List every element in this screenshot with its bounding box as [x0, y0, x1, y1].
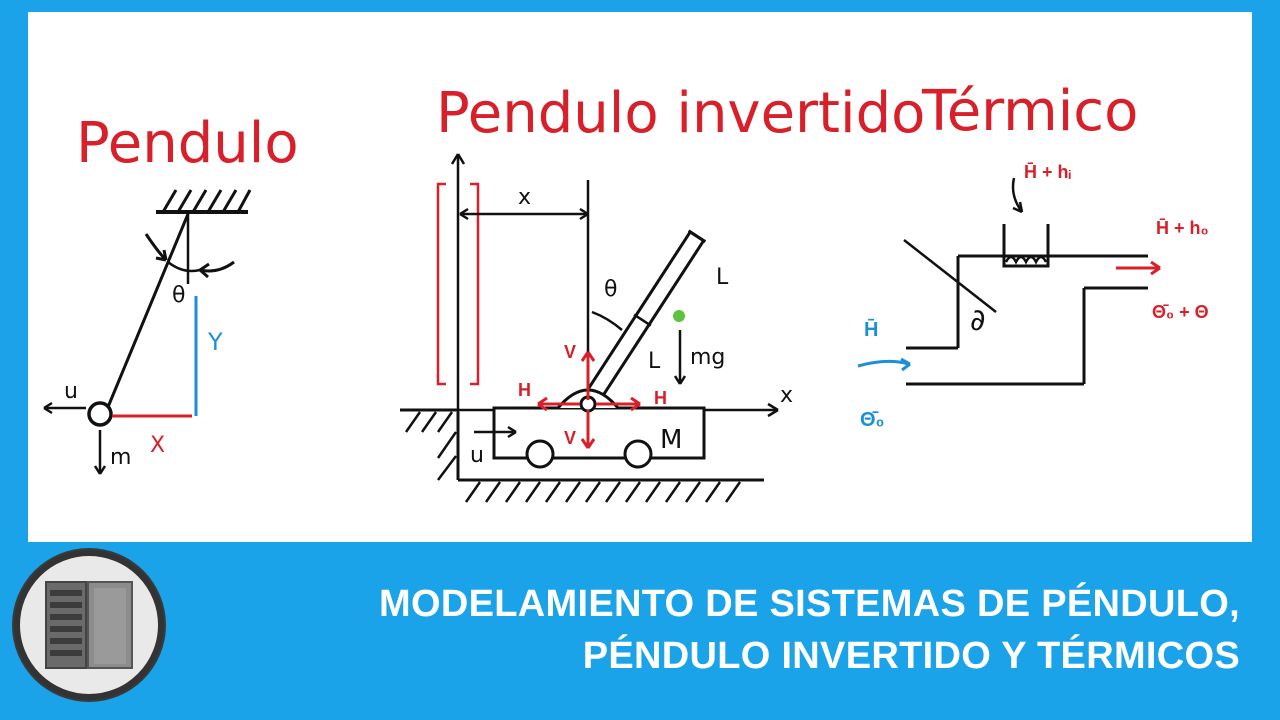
- y-label: Y: [207, 328, 223, 356]
- stirrer-blade: ∂: [970, 303, 986, 338]
- ceiling-hatch: [161, 189, 252, 213]
- H-left-label: H: [518, 380, 531, 400]
- u-label: u: [64, 379, 78, 404]
- mg-label: mg: [690, 345, 725, 370]
- pendulum-mass: [87, 401, 113, 427]
- center-of-mass-dot: [673, 310, 685, 322]
- cart-wheel-left: [525, 439, 555, 469]
- heater-coil: [1004, 255, 1048, 265]
- whiteboard: Pendulo θ Y X: [28, 12, 1252, 542]
- heater-element: [1002, 224, 1050, 268]
- H-right-label: H: [654, 388, 667, 408]
- theta-inv-label: θ: [604, 277, 617, 302]
- theta-arc: [591, 310, 623, 331]
- m-label: m: [110, 445, 131, 470]
- video-title-banner: MODELAMIENTO DE SISTEMAS DE PÉNDULO, PÉN…: [340, 578, 1240, 682]
- heat-out-label: H̄ + h₀: [1156, 218, 1209, 238]
- theta-label: θ: [172, 283, 185, 308]
- V-down-label: V: [564, 428, 576, 448]
- pendulo-invertido-diagram: Pendulo invertido x θ L L: [400, 81, 925, 503]
- heat-in-label: H̄ + hᵢ: [1024, 162, 1072, 182]
- cart-mass-label: M: [660, 425, 682, 455]
- bracket-right: [470, 182, 480, 386]
- termico-title: Térmico: [921, 79, 1138, 144]
- pendulum-rod: [106, 213, 190, 408]
- temp-in-label: Θ̄₀: [860, 409, 885, 431]
- inlet-flow-arrow: [857, 359, 909, 368]
- reaction-forces: [537, 351, 641, 449]
- diagram-canvas: Pendulo θ Y X: [43, 79, 1209, 503]
- termico-diagram: Térmico H̄ + hᵢ ∂ H̄ + h₀ Θ̄₀ + Θ H̄: [857, 79, 1209, 431]
- pendulo-title: Pendulo: [76, 111, 299, 176]
- temp-out-label: Θ̄₀ + Θ: [1152, 302, 1209, 322]
- L-upper-label: L: [716, 265, 729, 290]
- banner-line-2: PÉNDULO INVERTIDO Y TÉRMICOS: [582, 635, 1240, 677]
- channel-logo: [12, 548, 166, 702]
- V-up-label: V: [564, 342, 576, 362]
- x-dim-label: x: [518, 185, 531, 210]
- stirrer-shaft: [903, 239, 997, 313]
- server-rack-icon: [14, 550, 164, 700]
- ground-hatch: [404, 411, 742, 503]
- cart-wheel-right: [623, 439, 653, 469]
- banner-line-1: MODELAMIENTO DE SISTEMAS DE PÉNDULO,: [379, 583, 1240, 625]
- pendulo-invertido-title: Pendulo invertido: [436, 81, 925, 146]
- L-lower-label: L: [648, 349, 661, 374]
- x-label: X: [150, 433, 165, 458]
- angle-arrow-right: [199, 260, 235, 273]
- bracket-left: [436, 182, 446, 386]
- u-force-label: u: [470, 443, 484, 468]
- pendulo-diagram: Pendulo θ Y X: [43, 111, 299, 475]
- x-axis-label: x: [780, 383, 793, 408]
- angle-arrow-left: [144, 233, 168, 262]
- heat-flow-in-label: H̄: [864, 319, 878, 341]
- heat-in-arrow: [1011, 177, 1024, 213]
